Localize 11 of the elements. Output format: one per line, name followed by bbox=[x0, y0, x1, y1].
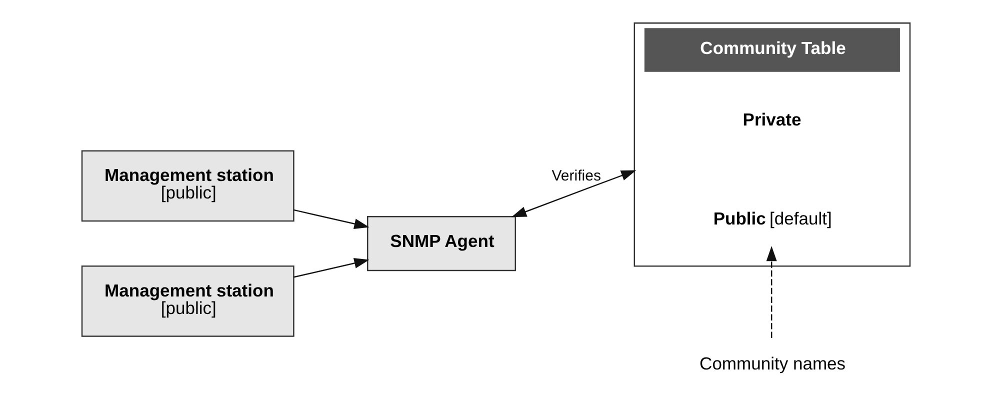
arrow bbox=[766, 246, 777, 338]
node-text: Private bbox=[742, 109, 802, 130]
arrow bbox=[294, 209, 370, 230]
node-box: SNMP Agent bbox=[366, 216, 516, 272]
arrow bbox=[294, 258, 370, 278]
node-text: Community names bbox=[700, 354, 846, 374]
node-box: Management station [public] bbox=[81, 150, 294, 222]
node-text: Public [default] bbox=[713, 208, 832, 228]
arrow bbox=[511, 170, 636, 218]
node-box: Management station [public] bbox=[81, 265, 294, 337]
edge-label: Verifies bbox=[552, 167, 601, 184]
